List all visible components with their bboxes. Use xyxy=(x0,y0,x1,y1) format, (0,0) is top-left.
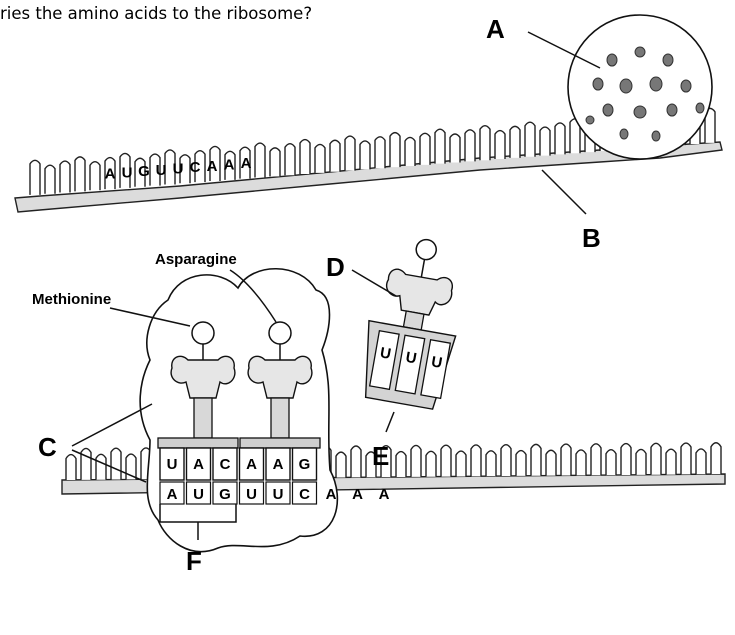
bottom-mrna-nucleotide xyxy=(531,444,541,475)
top-mrna-base: C xyxy=(190,159,201,176)
bottom-mrna-nucleotide xyxy=(711,443,721,474)
bottom-mrna-nucleotide xyxy=(621,444,631,475)
label-f: F xyxy=(186,546,202,576)
top-mrna-base: G xyxy=(138,163,150,180)
top-mrna-nucleotide xyxy=(255,143,265,178)
top-mrna-nucleotide xyxy=(285,144,295,176)
bottom-mrna-nucleotide xyxy=(456,451,466,476)
bottom-mrna-nucleotide xyxy=(636,449,646,474)
anticodon-base: A xyxy=(273,456,284,473)
anticodon-base: A xyxy=(246,456,257,473)
bottom-mrna-nucleotide xyxy=(606,450,616,475)
top-mrna-nucleotide xyxy=(510,126,520,158)
top-mrna-base: U xyxy=(156,162,167,179)
bottom-mrna-nucleotide xyxy=(441,445,451,476)
top-mrna-nucleotide xyxy=(270,148,280,177)
top-mrna-nucleotide xyxy=(525,122,535,156)
bottom-mrna-nucleotide xyxy=(96,454,106,479)
bottom-mrna-nucleotide xyxy=(426,451,436,476)
ribosome-sphere xyxy=(568,15,712,159)
top-mrna-nucleotide xyxy=(540,127,550,156)
top-mrna-nucleotide xyxy=(390,133,400,168)
anticodon-base: U xyxy=(167,456,178,473)
top-mrna-nucleotide xyxy=(480,126,490,161)
anticodon-base: C xyxy=(220,456,231,473)
top-mrna-nucleotide xyxy=(465,130,475,162)
bottom-mrna-base: A xyxy=(352,486,363,503)
top-mrna-base: U xyxy=(173,160,184,177)
bottom-mrna-nucleotide xyxy=(336,452,346,477)
top-mrna-nucleotide xyxy=(75,157,85,192)
bottom-mrna-base: C xyxy=(299,486,310,503)
methionine-label: Methionine xyxy=(32,291,111,308)
anticodon-base: A xyxy=(193,456,204,473)
bottom-mrna-nucleotide xyxy=(591,444,601,475)
bottom-mrna-nucleotide xyxy=(471,445,481,476)
bottom-mrna-nucleotide xyxy=(111,448,121,479)
top-mrna-nucleotide xyxy=(405,137,415,166)
bottom-mrna-nucleotide xyxy=(561,444,571,475)
bottom-mrna-nucleotide xyxy=(411,445,421,476)
bottom-mrna-base: U xyxy=(246,486,257,503)
label-e: E xyxy=(372,441,389,471)
label-c: C xyxy=(38,432,57,462)
bottom-mrna-nucleotide xyxy=(81,448,91,479)
bottom-mrna-base: U xyxy=(193,486,204,503)
ribosome-complex xyxy=(140,269,337,552)
top-mrna-nucleotide xyxy=(60,161,70,193)
top-mrna-nucleotide xyxy=(420,133,430,165)
label-c-pointer-upper xyxy=(72,404,152,446)
top-mrna-nucleotide xyxy=(375,137,385,169)
bottom-mrna-nucleotide xyxy=(696,449,706,474)
label-e-pointer xyxy=(386,412,394,432)
bottom-mrna-base: U xyxy=(273,486,284,503)
bottom-mrna-nucleotide xyxy=(66,455,76,480)
asparagine-label: Asparagine xyxy=(155,251,237,268)
bottom-mrna-base: A xyxy=(326,486,337,503)
bottom-mrna-nucleotide xyxy=(351,446,361,477)
top-mrna-base: A xyxy=(207,158,218,175)
bottom-mrna-nucleotide xyxy=(651,443,661,474)
top-mrna-nucleotide xyxy=(555,123,565,155)
top-mrna-nucleotide xyxy=(45,165,55,194)
label-a: A xyxy=(486,14,505,44)
bottom-mrna-nucleotide xyxy=(576,450,586,475)
top-mrna-nucleotide xyxy=(300,140,310,175)
top-mrna-base: A xyxy=(224,157,235,174)
bottom-mrna-nucleotide xyxy=(396,452,406,477)
top-mrna-base: A xyxy=(241,155,252,172)
top-mrna-nucleotide xyxy=(330,140,340,172)
top-mrna-nucleotide xyxy=(450,134,460,163)
bottom-mrna-base: A xyxy=(167,486,178,503)
bottom-mrna-base: A xyxy=(379,486,390,503)
top-mrna-base: U xyxy=(122,164,133,181)
bottom-mrna-nucleotide xyxy=(486,451,496,476)
top-mrna-base: A xyxy=(105,166,116,183)
bottom-mrna-nucleotide xyxy=(666,449,676,474)
top-mrna-nucleotide xyxy=(30,160,40,195)
bottom-mrna-nucleotide xyxy=(546,450,556,475)
anticodon-base: G xyxy=(299,456,311,473)
label-b-pointer xyxy=(542,170,586,214)
top-mrna-nucleotide xyxy=(360,141,370,170)
bottom-mrna-nucleotide xyxy=(501,445,511,476)
bottom-mrna-nucleotide xyxy=(516,451,526,476)
label-b: B xyxy=(582,223,601,253)
top-mrna-nucleotide xyxy=(435,129,445,164)
top-mrna-nucleotide xyxy=(345,136,355,171)
bottom-mrna-nucleotide xyxy=(681,443,691,474)
bottom-mrna-base: G xyxy=(219,486,231,503)
top-mrna-nucleotide xyxy=(90,162,100,191)
top-mrna-nucleotide xyxy=(315,144,325,173)
top-mrna-nucleotide xyxy=(495,131,505,160)
label-d: D xyxy=(326,252,345,282)
